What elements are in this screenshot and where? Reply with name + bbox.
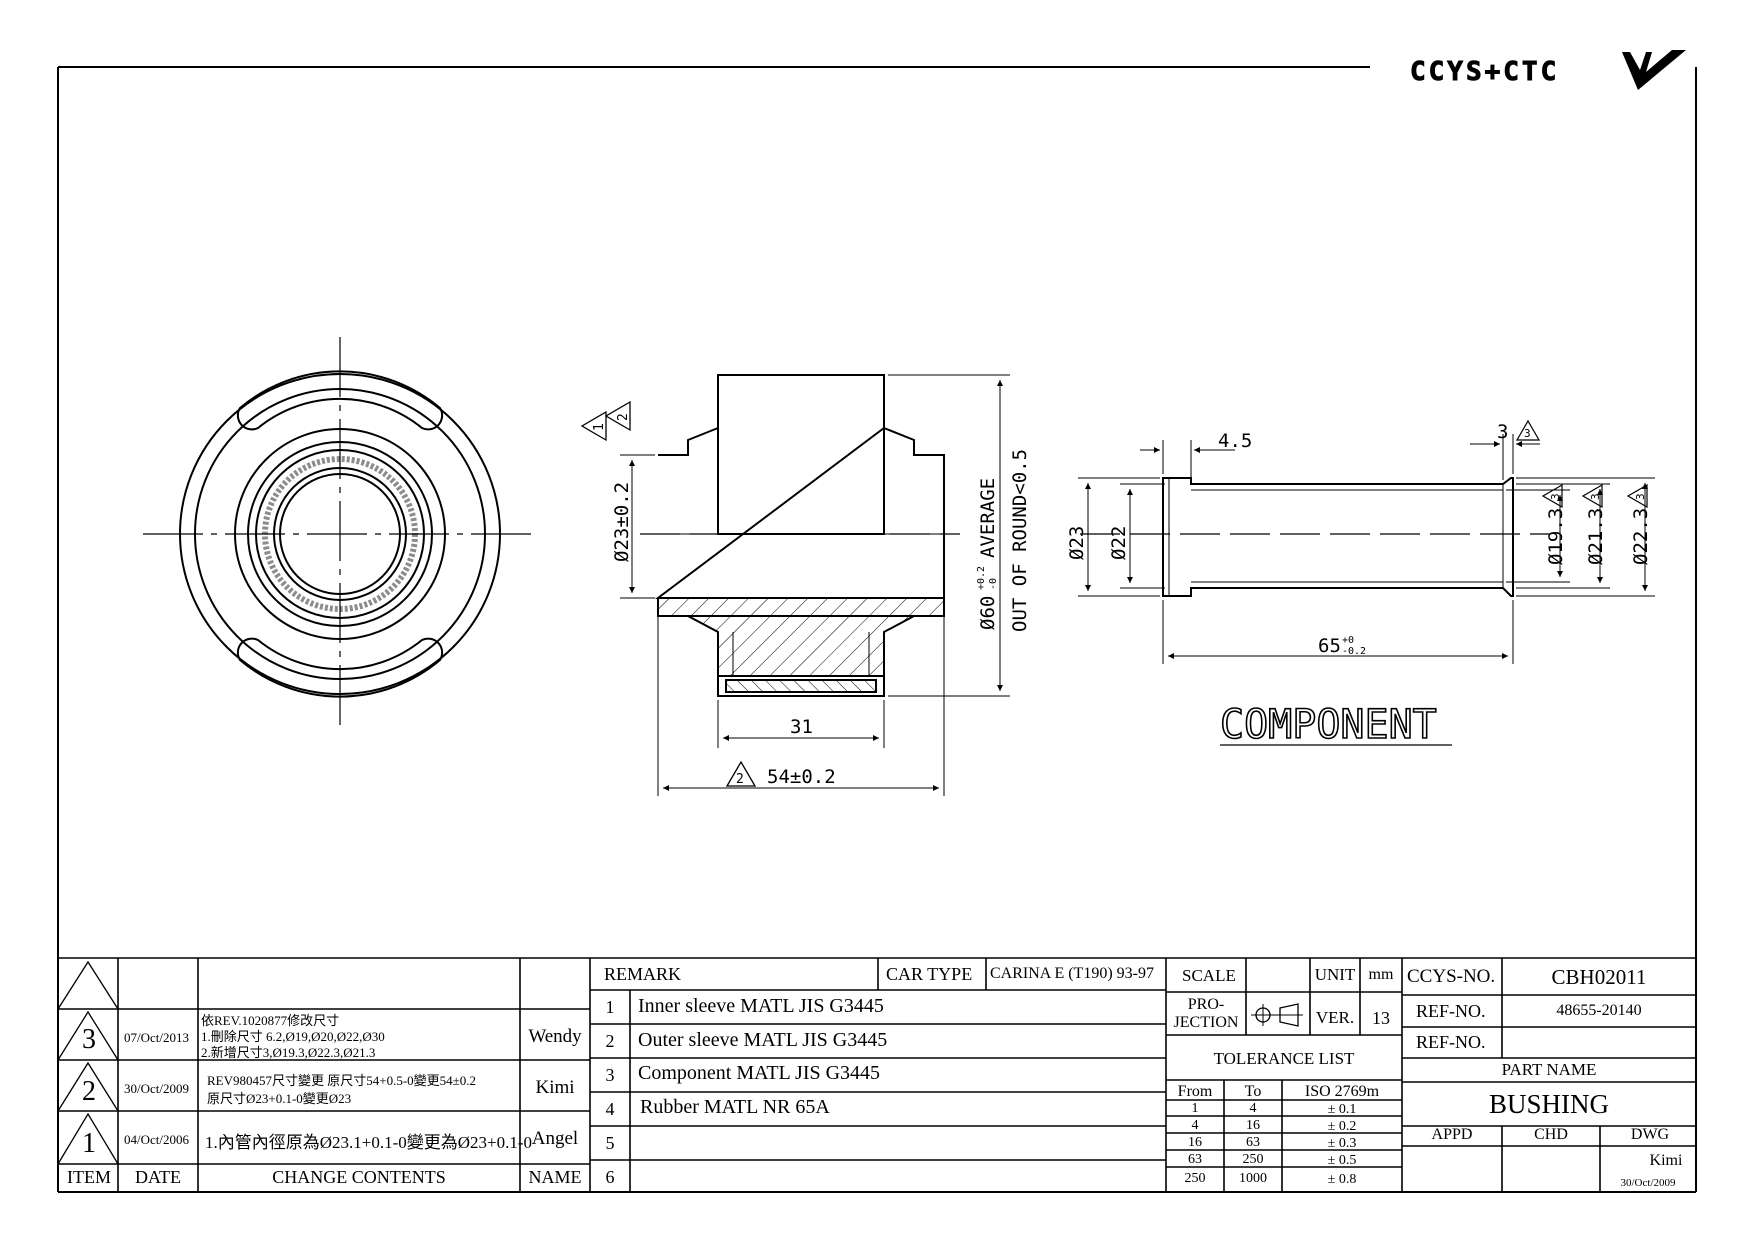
company-logo: CCYS+CTC bbox=[1410, 50, 1686, 90]
rev-mark-19-3: 3 bbox=[1541, 483, 1563, 509]
svg-text:3: 3 bbox=[1549, 493, 1562, 500]
rev-mark-22-3: 3 bbox=[1626, 483, 1648, 509]
dim-dia-22: Ø22 bbox=[1108, 526, 1130, 560]
svg-text:+0: +0 bbox=[1342, 635, 1354, 646]
dim-dia-23: Ø23 bbox=[1066, 526, 1088, 560]
logo-mark-icon bbox=[1622, 50, 1686, 90]
rev-mark-2: 2 bbox=[604, 400, 631, 432]
dim-outer-dia: Ø60 +0.2 -0 AVERAGE bbox=[976, 478, 999, 630]
rev-mark-3: 2 bbox=[725, 760, 757, 787]
svg-text:+0.2: +0.2 bbox=[976, 566, 987, 590]
svg-text:Ø60: Ø60 bbox=[977, 596, 999, 630]
svg-text:-0.2: -0.2 bbox=[1342, 646, 1366, 657]
svg-text:2: 2 bbox=[616, 413, 631, 421]
dim-inner-dia: Ø23±0.2 bbox=[611, 482, 633, 562]
title-block-grid bbox=[57, 957, 1696, 1192]
component-title: COMPONENT bbox=[1220, 702, 1437, 748]
projection-symbol-icon bbox=[1251, 1003, 1303, 1027]
svg-text:1: 1 bbox=[592, 423, 607, 431]
dim-sleeve-length: 31 bbox=[790, 716, 813, 738]
section-dimension-labels: Ø23±0.2 1 2 Ø60 +0.2 -0 AVERAGE OUT OF R… bbox=[580, 400, 1031, 788]
dim-dia-19-3: Ø19.3 bbox=[1545, 508, 1567, 565]
component-dimension-labels: 4.5 3 3 Ø23 Ø22 Ø19.3 3 Ø21.3 3 Ø22.3 3 … bbox=[1066, 419, 1652, 749]
svg-text:3: 3 bbox=[1589, 493, 1602, 500]
dim-out-of-round: OUT OF ROUND<0.5 bbox=[1009, 449, 1031, 632]
svg-text:3: 3 bbox=[1634, 493, 1647, 500]
dim-end-length: 3 bbox=[1497, 421, 1508, 443]
svg-text:2: 2 bbox=[736, 772, 744, 787]
sheet-frame bbox=[57, 66, 1697, 1193]
dim-dia-21-3: Ø21.3 bbox=[1585, 508, 1607, 565]
component-dimensions bbox=[1078, 434, 1655, 664]
svg-text:3: 3 bbox=[1524, 427, 1531, 440]
rev-mark-1: 1 bbox=[580, 410, 607, 442]
svg-text:65: 65 bbox=[1318, 635, 1341, 657]
section-view bbox=[640, 374, 960, 697]
dim-flange: 4.5 bbox=[1218, 430, 1252, 452]
section-dimensions bbox=[620, 374, 1010, 796]
svg-text:CCYS+CTC: CCYS+CTC bbox=[1410, 57, 1559, 87]
component-view bbox=[1080, 477, 1550, 597]
dim-component-length: 65 +0 -0.2 bbox=[1318, 635, 1366, 657]
rev-mark-end: 3 bbox=[1515, 419, 1541, 441]
dim-overall-length: 54±0.2 bbox=[767, 766, 836, 788]
svg-text:-0: -0 bbox=[988, 578, 999, 590]
rev-mark-21-3: 3 bbox=[1581, 483, 1603, 509]
svg-text:AVERAGE: AVERAGE bbox=[977, 478, 999, 558]
dim-dia-22-3: Ø22.3 bbox=[1630, 508, 1652, 565]
front-view bbox=[143, 337, 538, 728]
